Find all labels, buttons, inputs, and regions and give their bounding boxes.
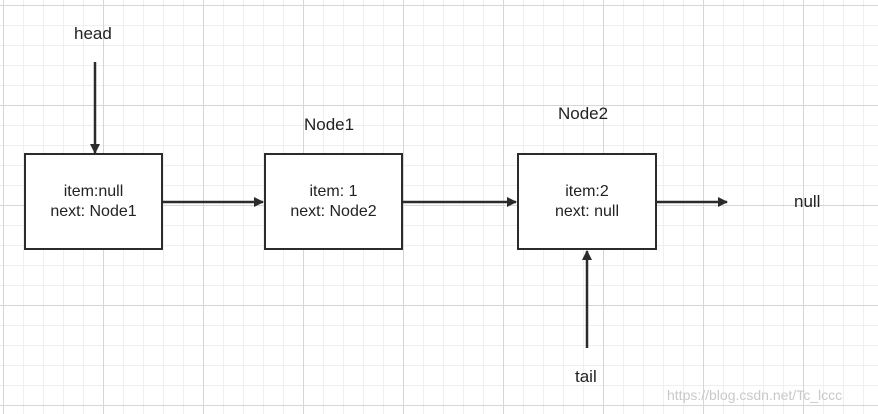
- node2-box: item:2 next: null: [517, 153, 657, 250]
- node-item-text: item:null: [63, 182, 124, 200]
- watermark-text: https://blog.csdn.net/Tc_lccc: [667, 387, 843, 403]
- head-node-box: item:null next: Node1: [24, 153, 163, 250]
- node-next-text: next: Node1: [50, 202, 137, 220]
- tail-label: tail: [575, 367, 597, 386]
- node1-box: item: 1 next: Node2: [264, 153, 403, 250]
- null-terminal-label: null: [794, 192, 821, 211]
- node1-title: Node1: [304, 115, 355, 134]
- node-item-text: item:2: [565, 182, 609, 200]
- node-next-text: next: Node2: [290, 202, 377, 220]
- node2-title: Node2: [558, 104, 609, 123]
- node-next-text: next: null: [554, 202, 620, 220]
- node-item-text: item: 1: [309, 182, 358, 200]
- head-label: head: [74, 24, 112, 43]
